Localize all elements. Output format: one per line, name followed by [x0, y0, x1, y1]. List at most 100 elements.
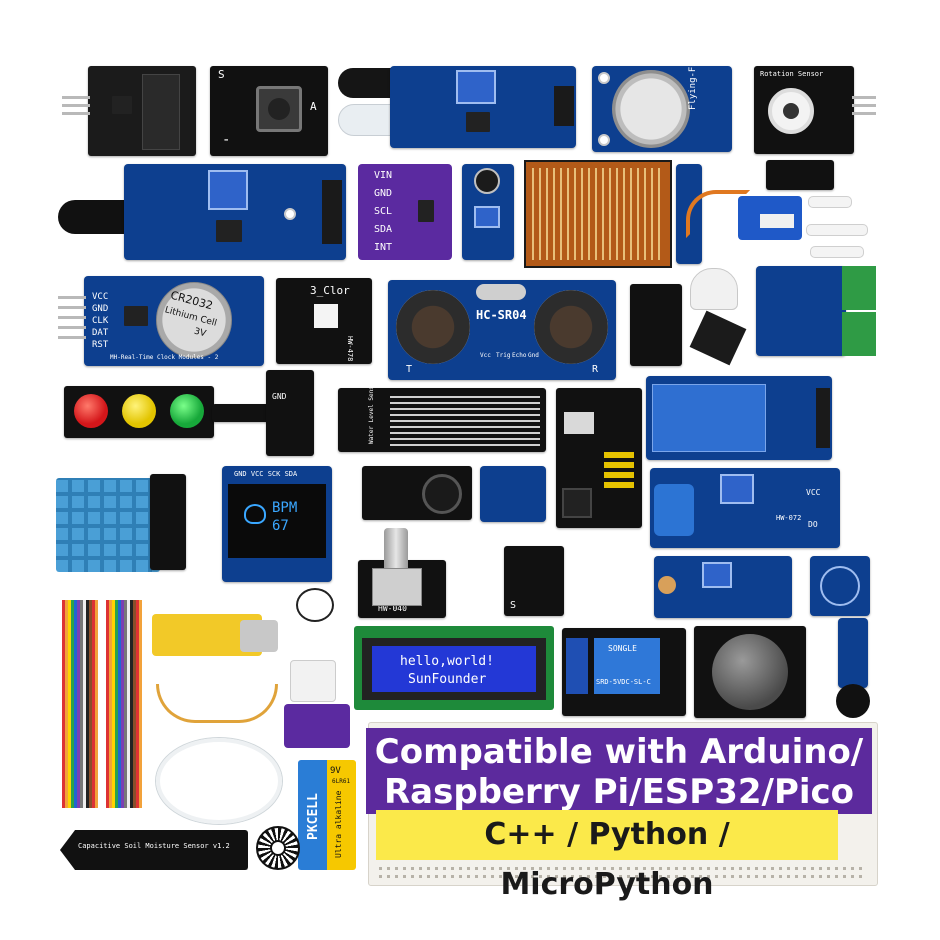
ic-chip [112, 96, 132, 114]
ir-led-black [338, 68, 398, 98]
battery-voltage: 9V [330, 766, 341, 776]
mount-hole [284, 208, 296, 220]
compatibility-banner: Compatible with Arduino/ Raspberry Pi/ES… [366, 728, 872, 852]
comparator-ic [466, 112, 490, 132]
joystick-module [694, 626, 806, 718]
terminal-block [842, 266, 876, 310]
power-supply-module [556, 388, 642, 528]
button-module: S A - [210, 66, 328, 156]
oled-module: GND VCC SCK SDA BPM 67 [222, 466, 332, 582]
transducer-left [396, 290, 470, 364]
encoder-disc-center [270, 840, 286, 856]
oled-bpm-value: 67 [272, 518, 289, 534]
rgb-led [314, 304, 338, 328]
ad-converter-module [480, 466, 546, 522]
relay-module: SONGLE SRD-5VDC-SL-C [562, 628, 686, 716]
bt-board [652, 384, 766, 452]
ultrasonic-model: HC-SR04 [476, 308, 527, 322]
gas-sensor-module: Flying-Fish [592, 50, 732, 152]
gy-pin-sda: SDA [374, 224, 393, 235]
traffic-light-header: GND [266, 370, 314, 456]
raindrops-board [524, 160, 672, 268]
language-banner: C++ / Python / MicroPython [376, 810, 838, 902]
dht11-board [150, 474, 186, 570]
lcd-screen [372, 646, 536, 692]
pir-dome [690, 268, 738, 310]
ultrasonic-t: T [406, 364, 413, 375]
battery-brand: PKCELL [306, 793, 321, 840]
gas-sensor-mesh [612, 70, 690, 148]
red-led [74, 394, 108, 428]
ultrasonic-pin-vcc: Vcc [480, 352, 491, 359]
sensor-chip [418, 200, 434, 222]
lcd-row-2: SunFounder [408, 672, 487, 687]
encoder-body [372, 568, 422, 606]
flame-led [58, 200, 130, 234]
gy-sensor-module: VIN GND SCL SDA INT [358, 164, 452, 260]
oled-screen [228, 484, 326, 558]
rotation-sensor-label: Rotation Sensor [760, 70, 824, 78]
sound-sensor-module [462, 164, 514, 260]
ultrasonic-sensor-module: HC-SR04 T R Vcc Trig Echo Gnd [388, 280, 616, 380]
oled-bpm-label: BPM [272, 500, 298, 516]
flying-fish-label: Flying-Fish [688, 50, 698, 110]
rgb-led-module: 3_Clor HW-478 [276, 278, 372, 364]
water-traces [390, 394, 540, 446]
dc-jack [562, 488, 592, 518]
potentiometer [702, 562, 732, 588]
header [554, 86, 574, 126]
push-button-cap [268, 98, 290, 120]
breadboard-row [379, 875, 867, 878]
breadboard-row [379, 867, 867, 870]
potentiometer [474, 206, 500, 228]
coin-cell [156, 282, 232, 358]
water-level-sensor: Water Level Sensor [338, 379, 546, 452]
servo-horn [806, 224, 868, 236]
rgb-code: HW-478 [346, 336, 354, 362]
banner-line-3: C++ / Python / MicroPython [484, 817, 730, 902]
jumper-block [604, 448, 634, 488]
sensor-can [422, 474, 462, 514]
photo-interrupter-module [88, 66, 196, 156]
ldr-module [654, 556, 792, 618]
traffic-gnd-label: GND [272, 392, 287, 401]
small-breakout-board [766, 160, 834, 190]
header-pins [852, 96, 876, 99]
temperature-module [362, 466, 472, 520]
header-pins [58, 296, 86, 299]
ultrasonic-r: R [592, 364, 599, 375]
water-label: Water Level Sensor [368, 378, 375, 444]
ir-obstacle-module [390, 66, 576, 148]
rtc-pin-clk: CLK [92, 316, 109, 326]
soil-moisture-sensor: Capacitive Soil Moisture Sensor v1.2 [60, 830, 248, 870]
soil-label: Capacitive Soil Moisture Sensor v1.2 [78, 842, 230, 850]
module-s-label: S [510, 600, 517, 611]
motor-can [240, 620, 278, 652]
small-purple-module [284, 704, 350, 748]
servo-horn [810, 246, 864, 258]
traffic-light-arm [212, 404, 272, 422]
gy-pin-int: INT [374, 242, 393, 253]
terminal-block [842, 312, 876, 356]
relay-terminal [566, 638, 588, 694]
lcd1602-module: hello,world! SunFounder [354, 626, 554, 710]
knob-center [783, 103, 799, 119]
do-label: DO [808, 520, 818, 529]
ultrasonic-pin-gnd: Gnd [528, 352, 539, 359]
crystal [476, 284, 526, 300]
relay-model: SRD-5VDC-SL-C [596, 678, 651, 686]
photoresistor-blue [654, 484, 694, 536]
water-pump [290, 660, 336, 702]
battery-9v: PKCELL 9V Ultra alkaline 6LR61 [298, 760, 356, 870]
touch-pad [820, 566, 860, 606]
rtc-module: VCC GND CLK DAT RST CR2032 Lithium Cell … [84, 276, 264, 366]
ultrasonic-pin-echo: Echo [512, 352, 527, 359]
potentiometer [456, 70, 496, 104]
button-label-s: S [218, 68, 225, 81]
rtc-chip [124, 306, 148, 326]
servo-wires [686, 190, 750, 238]
jumper-wires-right [106, 600, 142, 808]
sensor-cable [156, 684, 278, 723]
buzzer [836, 684, 870, 718]
motor-driver-module [756, 266, 846, 356]
